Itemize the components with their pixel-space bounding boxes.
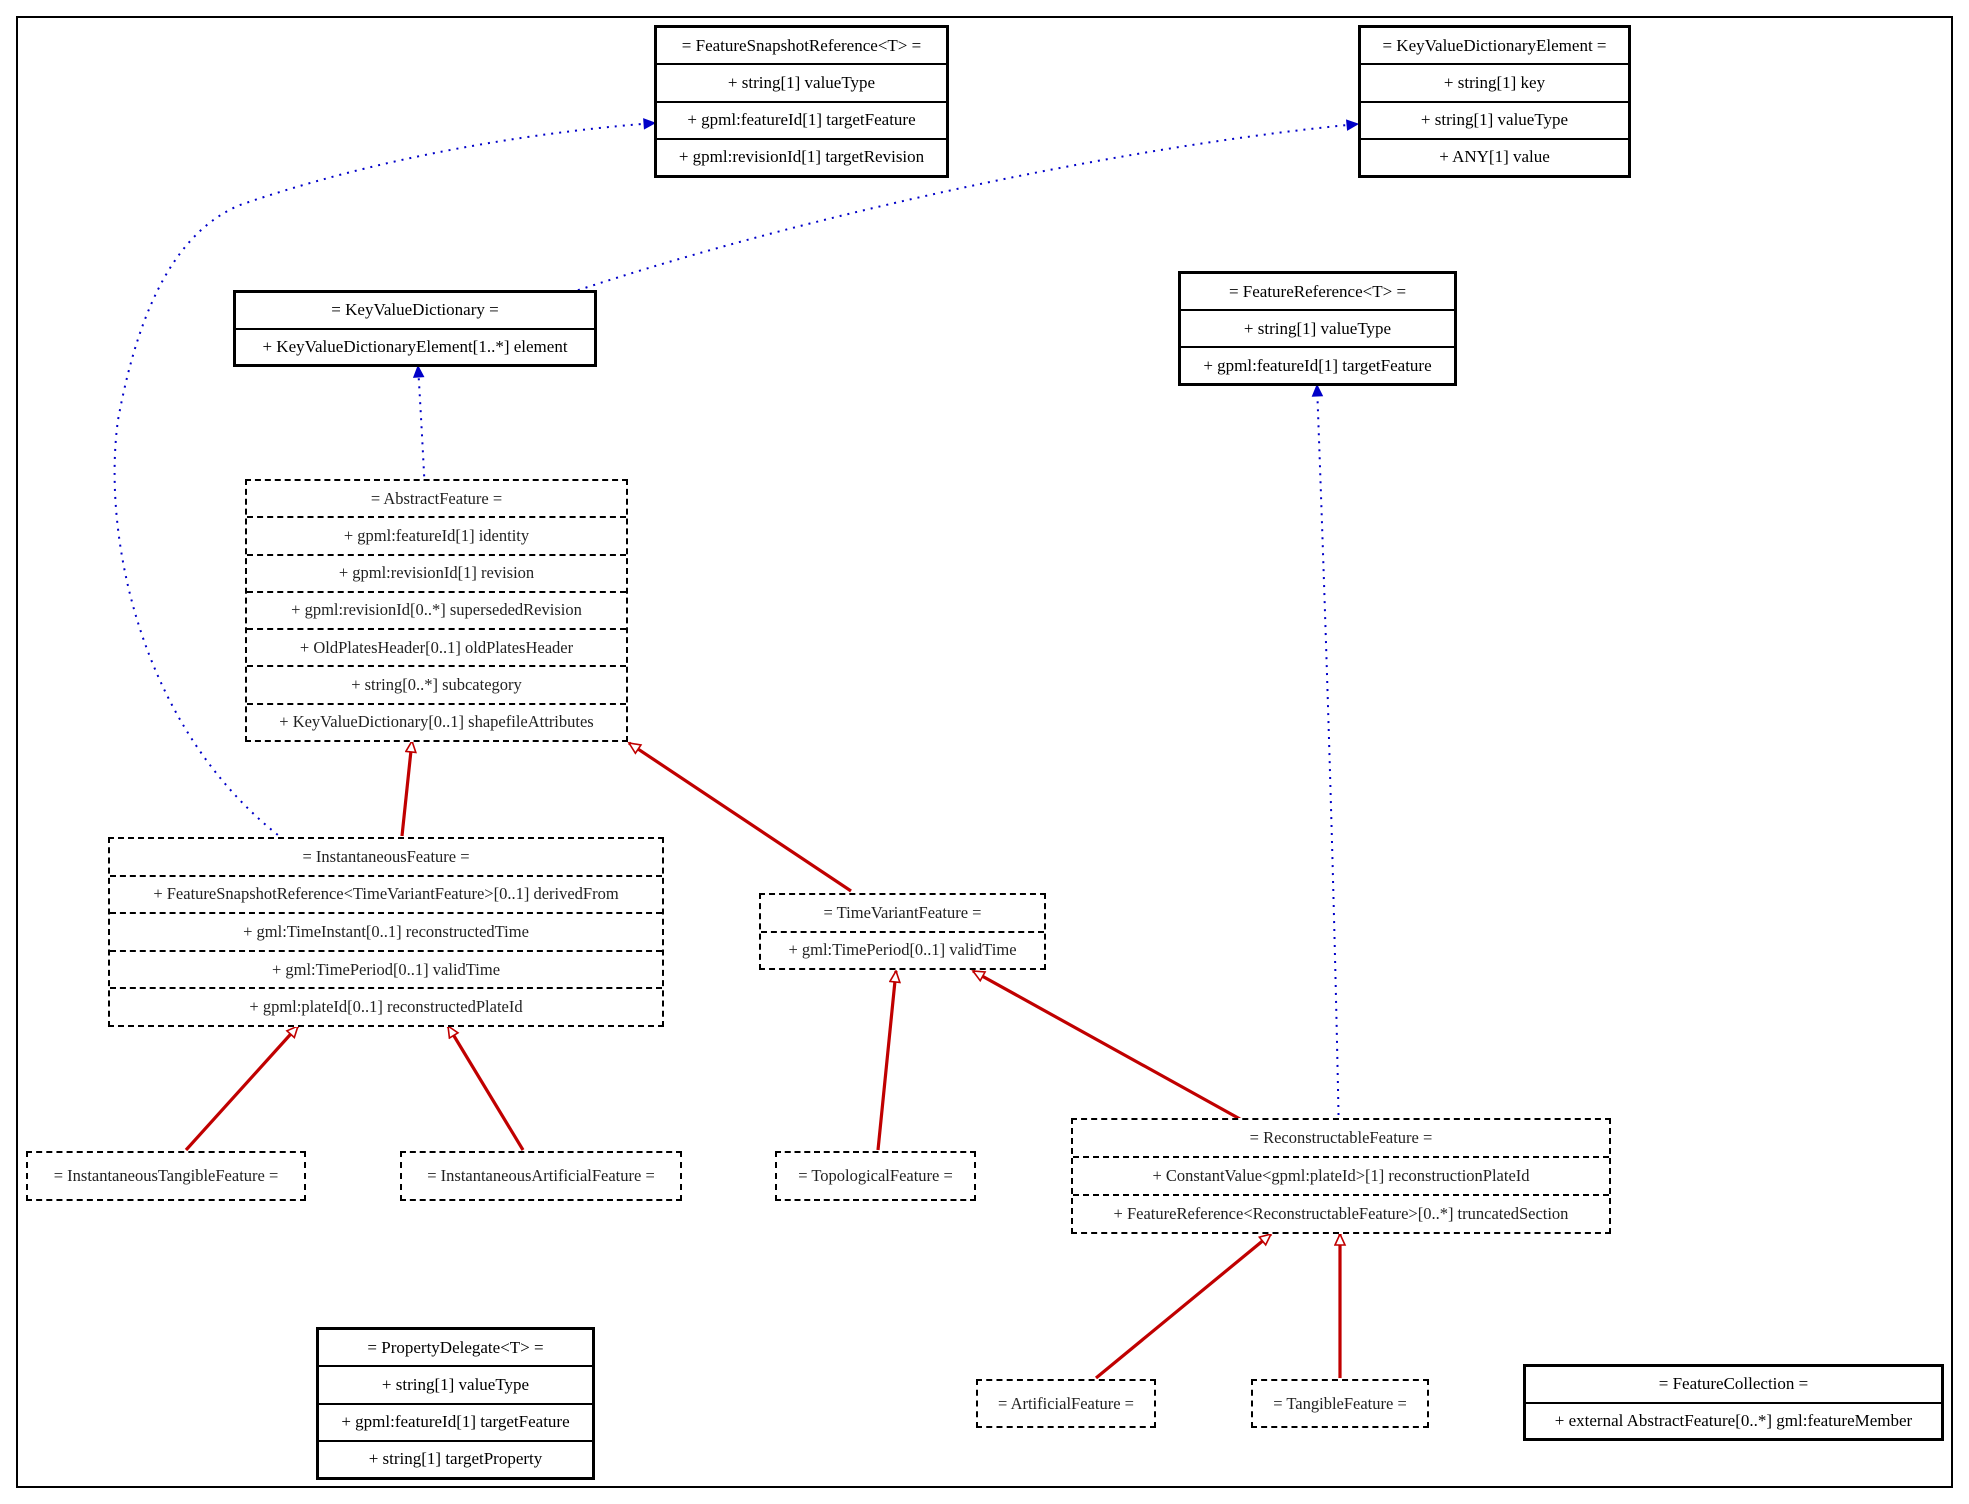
class-attribute: + gpml:revisionId[1] targetRevision	[657, 137, 946, 175]
class-key-value-dictionary[interactable]: = KeyValueDictionary = + KeyValueDictiona…	[233, 290, 597, 367]
generalization-edge-reconstructable-to-timevariant	[973, 969, 1241, 1121]
class-attribute: + gml:TimePeriod[0..1] validTime	[761, 930, 1044, 969]
class-attribute: + string[1] valueType	[657, 63, 946, 100]
class-title: = ArtificialFeature =	[998, 1393, 1134, 1413]
class-title: = KeyValueDictionary =	[331, 300, 499, 320]
class-attribute: + string[0..*] subcategory	[247, 665, 626, 702]
class-attribute: + KeyValueDictionaryElement[1..*] elemen…	[236, 327, 594, 365]
generalization-edge-insttangible-to-instantaneous	[184, 1026, 298, 1152]
class-title: = ReconstructableFeature =	[1249, 1128, 1433, 1147]
class-attribute: + FeatureReference<ReconstructableFeatur…	[1073, 1194, 1609, 1232]
class-title: = TimeVariantFeature =	[823, 902, 982, 922]
class-instantaneous-feature[interactable]: = InstantaneousFeature = + FeatureSnapsho…	[108, 837, 664, 1027]
class-title: = InstantaneousTangibleFeature =	[53, 1166, 279, 1185]
generalization-edge-instartificial-to-instantaneous	[446, 1026, 525, 1151]
class-feature-reference[interactable]: = FeatureReference<T> = + string[1] value…	[1178, 271, 1457, 386]
class-title: = AbstractFeature =	[370, 488, 503, 508]
class-attribute: + string[1] valueType	[1181, 309, 1454, 346]
class-attribute: + gpml:featureId[1] targetFeature	[657, 100, 946, 138]
class-attribute: + gpml:revisionId[0..*] supersededRevisi…	[247, 590, 626, 628]
generalization-edge-topological-to-timevariant	[876, 971, 896, 1151]
class-feature-snapshot-reference[interactable]: = FeatureSnapshotReference<T> = + string[…	[654, 25, 949, 178]
class-attribute: + string[1] targetProperty	[319, 1439, 592, 1477]
class-attribute: + ANY[1] value	[1361, 137, 1628, 175]
association-edge-reconstructable-to-featureref	[1311, 383, 1341, 1196]
generalization-edge-timevariant-to-abstract	[629, 741, 852, 893]
generalization-edge-instantaneous-to-abstract	[400, 741, 412, 837]
class-attribute: + gml:TimeInstant[0..1] reconstructedTim…	[110, 912, 662, 950]
class-property-delegate[interactable]: = PropertyDelegate<T> = + string[1] value…	[316, 1327, 595, 1480]
class-attribute: + gpml:featureId[1] identity	[247, 516, 626, 553]
class-title: = InstantaneousFeature =	[302, 846, 470, 866]
class-title: = KeyValueDictionaryElement =	[1382, 35, 1607, 55]
class-attribute: + gml:TimePeriod[0..1] validTime	[110, 949, 662, 988]
class-title: = TangibleFeature =	[1273, 1393, 1407, 1413]
class-attribute: + string[1] key	[1361, 63, 1628, 100]
class-attribute: + external AbstractFeature[0..*] gml:fea…	[1526, 1401, 1941, 1439]
class-attribute: + gpml:plateId[0..1] reconstructedPlateI…	[110, 987, 662, 1025]
class-instantaneous-tangible-feature[interactable]: = InstantaneousTangibleFeature =	[26, 1151, 306, 1201]
class-abstract-feature[interactable]: = AbstractFeature = + gpml:featureId[1] i…	[245, 479, 628, 742]
class-title: = FeatureReference<T> =	[1228, 281, 1407, 301]
class-title: = FeatureSnapshotReference<T> =	[681, 35, 922, 55]
class-instantaneous-artificial-feature[interactable]: = InstantaneousArtificialFeature =	[400, 1151, 682, 1201]
class-attribute: + ConstantValue<gpml:plateId>[1] reconst…	[1073, 1156, 1609, 1194]
class-key-value-dictionary-element[interactable]: = KeyValueDictionaryElement = + string[1]…	[1358, 25, 1631, 178]
class-attribute: + string[1] valueType	[319, 1365, 592, 1402]
class-title: = InstantaneousArtificialFeature =	[427, 1166, 655, 1185]
class-title: = PropertyDelegate<T> =	[367, 1337, 544, 1357]
class-attribute: + KeyValueDictionary[0..1] shapefileAttr…	[247, 702, 626, 740]
generalization-edge-artificial-to-reconstructable	[1094, 1232, 1271, 1380]
class-attribute: + string[1] valueType	[1361, 100, 1628, 138]
class-time-variant-feature[interactable]: = TimeVariantFeature = + gml:TimePeriod[0…	[759, 893, 1046, 970]
class-feature-collection[interactable]: = FeatureCollection = + external Abstract…	[1523, 1364, 1944, 1441]
class-title: = TopologicalFeature =	[798, 1166, 953, 1185]
class-attribute: + gpml:featureId[1] targetFeature	[319, 1402, 592, 1440]
class-artificial-feature[interactable]: = ArtificialFeature =	[976, 1379, 1156, 1428]
class-attribute: + OldPlatesHeader[0..1] oldPlatesHeader	[247, 628, 626, 665]
class-attribute: + gpml:featureId[1] targetFeature	[1181, 346, 1454, 383]
class-tangible-feature[interactable]: = TangibleFeature =	[1251, 1379, 1429, 1428]
diagram-frame	[16, 16, 1953, 1488]
class-topological-feature[interactable]: = TopologicalFeature =	[775, 1151, 976, 1201]
class-attribute: + FeatureSnapshotReference<TimeVariantFe…	[110, 874, 662, 913]
class-title: = FeatureCollection =	[1658, 1374, 1809, 1394]
class-attribute: + gpml:revisionId[1] revision	[247, 553, 626, 591]
class-reconstructable-feature[interactable]: = ReconstructableFeature = + ConstantValu…	[1071, 1118, 1611, 1234]
